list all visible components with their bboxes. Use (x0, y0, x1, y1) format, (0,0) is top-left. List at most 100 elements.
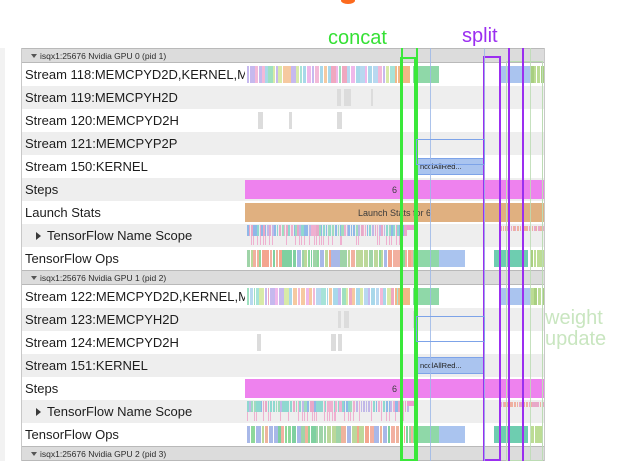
timeline-segment[interactable] (323, 401, 325, 412)
timeline-segment[interactable] (404, 225, 407, 236)
timeline-row-track[interactable] (245, 331, 544, 354)
timeline-segment[interactable] (383, 288, 387, 305)
timeline-segment[interactable] (247, 401, 249, 412)
timeline-segment[interactable] (266, 225, 269, 236)
timeline-segment[interactable] (341, 66, 347, 83)
timeline-row-label[interactable]: Steps (22, 178, 245, 201)
timeline-segment[interactable] (381, 250, 383, 267)
group-header-gpu-1[interactable]: isqx1:25676 Nvidia GPU 1 (pid 2) (22, 270, 544, 285)
timeline-segment[interactable] (306, 225, 309, 236)
timeline-segment[interactable] (331, 236, 333, 245)
timeline-segment[interactable] (261, 426, 264, 443)
timeline-segment[interactable] (291, 66, 296, 83)
timeline-segment[interactable] (328, 250, 331, 267)
timeline-segment[interactable] (504, 226, 506, 231)
timeline-segment[interactable] (250, 225, 253, 236)
timeline-segment[interactable] (337, 334, 342, 351)
timeline-row-track[interactable]: 6 (245, 377, 544, 400)
timeline-segment[interactable] (537, 226, 540, 231)
timeline-segment[interactable] (378, 250, 381, 267)
timeline-segment[interactable] (519, 226, 522, 231)
launch-stats-bar[interactable]: Launch Stats for 6 (245, 203, 544, 222)
timeline-segment[interactable] (304, 225, 306, 236)
timeline-row-track[interactable] (245, 247, 544, 270)
timeline-segment[interactable] (399, 236, 401, 245)
timeline-segment[interactable] (346, 426, 352, 443)
timeline-segment[interactable] (262, 401, 265, 412)
timeline-segment[interactable] (323, 412, 325, 421)
timeline-segment[interactable] (267, 288, 270, 305)
timeline-segment[interactable] (310, 426, 316, 443)
timeline-segment[interactable] (278, 66, 283, 83)
timeline-segment[interactable] (312, 288, 316, 305)
timeline-segment[interactable] (376, 225, 379, 236)
timeline-segment[interactable] (506, 402, 509, 407)
timeline-segment[interactable] (319, 225, 321, 236)
timeline-segment[interactable] (289, 288, 293, 305)
timeline-segment[interactable] (267, 250, 270, 267)
timeline-segment[interactable] (299, 236, 301, 245)
timeline-segment[interactable] (300, 66, 302, 83)
timeline-segment[interactable] (319, 401, 321, 412)
timeline-segment[interactable] (319, 250, 325, 267)
timeline-segment[interactable] (250, 288, 254, 305)
timeline-segment[interactable] (329, 401, 332, 412)
timeline-segment[interactable] (523, 402, 526, 407)
timeline-segment[interactable] (308, 236, 310, 245)
timeline-segment[interactable] (314, 401, 316, 412)
timeline-row-label[interactable]: Stream 151:KERNEL (22, 354, 245, 377)
timeline-segment[interactable] (247, 66, 250, 83)
timeline-segment[interactable] (275, 66, 278, 83)
timeline-segment[interactable] (360, 401, 363, 412)
timeline-segment[interactable] (269, 236, 271, 245)
timeline-segment[interactable] (301, 401, 304, 412)
timeline-segment[interactable] (336, 89, 342, 106)
timeline-segment[interactable] (282, 401, 285, 412)
timeline-panel[interactable]: isqx1:25676 Nvidia GPU 0 (pid 1)Stream 1… (21, 48, 545, 461)
timeline-row[interactable]: TensorFlow Ops (22, 423, 544, 446)
timeline-segment[interactable] (372, 401, 376, 412)
timeline-segment[interactable] (339, 225, 341, 236)
timeline-segment[interactable] (276, 225, 279, 236)
timeline-segment[interactable] (387, 426, 391, 443)
timeline-segment[interactable] (376, 236, 378, 245)
timeline-segment[interactable] (385, 236, 387, 245)
timeline-segment[interactable] (336, 250, 340, 267)
timeline-segment[interactable] (268, 426, 271, 443)
timeline-segment[interactable] (265, 225, 267, 236)
expand-triangle-icon[interactable] (36, 407, 41, 416)
timeline-segment[interactable] (304, 401, 307, 412)
timeline-segment[interactable] (531, 66, 534, 83)
timeline-segment[interactable] (531, 226, 534, 231)
timeline-segment[interactable] (506, 226, 508, 231)
timeline-segment[interactable] (516, 226, 519, 231)
timeline-segment[interactable] (370, 412, 372, 421)
timeline-segment[interactable] (281, 225, 284, 236)
timeline-segment[interactable] (302, 66, 307, 83)
timeline-segment[interactable] (333, 288, 338, 305)
timeline-segment[interactable] (310, 250, 313, 267)
timeline-segment[interactable] (270, 250, 273, 267)
timeline-segment[interactable] (292, 288, 298, 305)
timeline-segment[interactable] (526, 226, 528, 231)
timeline-segment[interactable] (357, 426, 359, 443)
timeline-segment[interactable] (338, 288, 342, 305)
timeline-segment[interactable] (253, 288, 256, 305)
timeline-segment[interactable] (395, 225, 397, 236)
timeline-segment[interactable] (390, 426, 396, 443)
timeline-segment[interactable] (271, 426, 273, 443)
timeline-segment[interactable] (261, 250, 267, 267)
timeline-segment[interactable] (373, 250, 379, 267)
timeline-segment[interactable] (370, 288, 376, 305)
timeline-row[interactable]: TensorFlow Name Scope (22, 224, 544, 247)
timeline-segment[interactable] (337, 225, 340, 236)
timeline-segment[interactable] (293, 225, 295, 236)
timeline-segment[interactable] (404, 401, 407, 412)
timeline-segment[interactable] (352, 225, 356, 236)
caret-down-icon[interactable] (31, 451, 37, 456)
timeline-segment[interactable] (352, 401, 356, 412)
timeline-segment[interactable] (247, 426, 250, 443)
timeline-segment[interactable] (398, 401, 401, 412)
